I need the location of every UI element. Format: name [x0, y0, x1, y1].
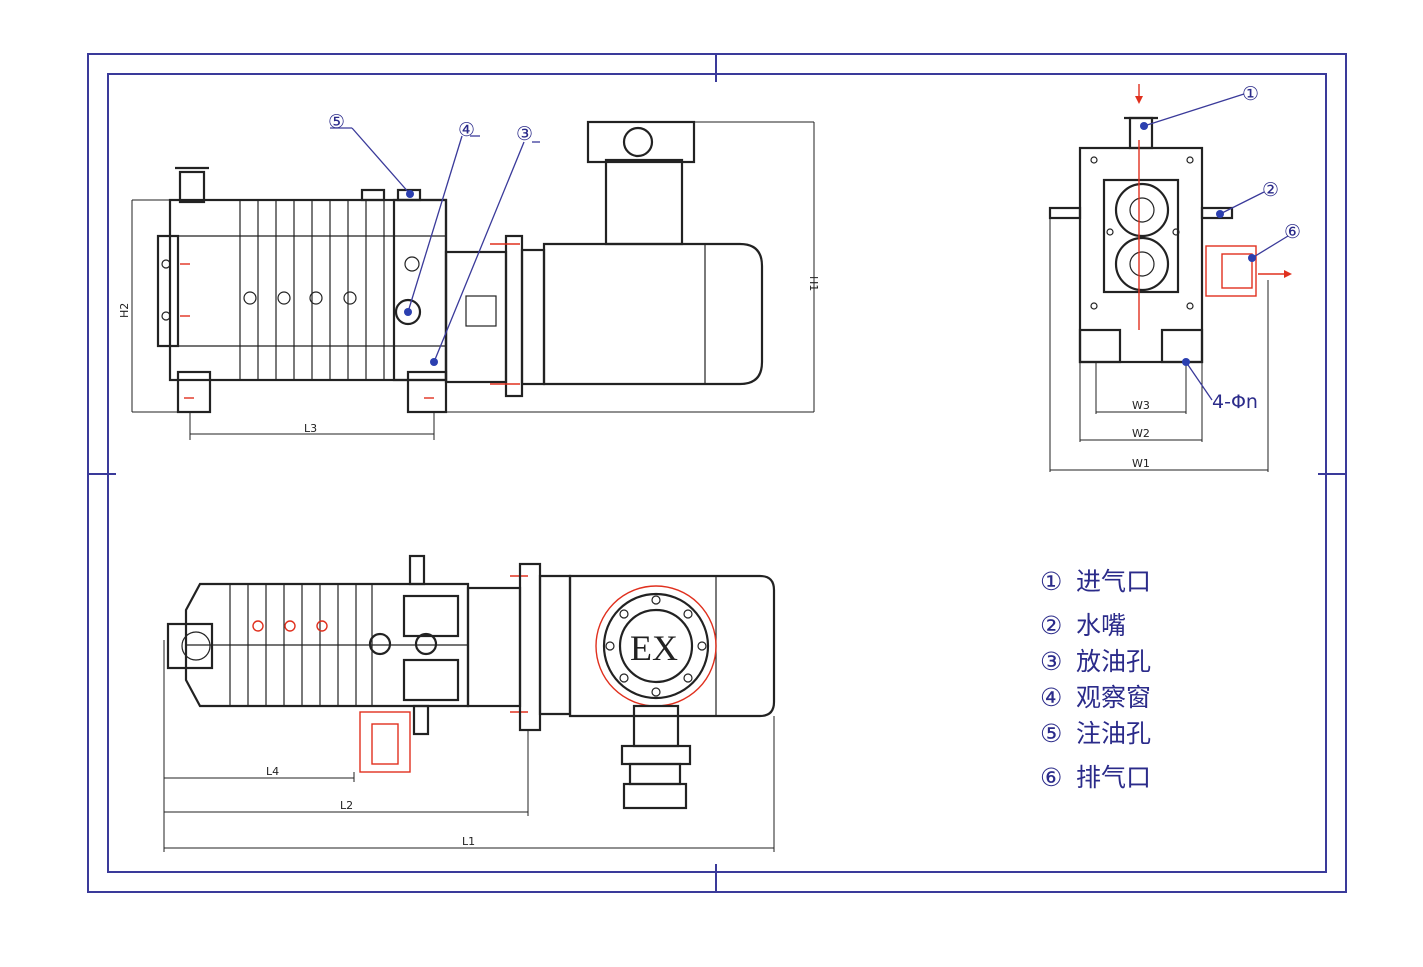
legend-num: ④ [1040, 683, 1062, 712]
legend-label: 进气口 [1076, 567, 1151, 596]
dim-h1: H1 [807, 276, 820, 291]
front-view-labels: ⑤ ④ ③ L3 H2 H1 [118, 111, 820, 435]
legend-num: ① [1040, 567, 1062, 596]
legend-item: ⑥ 排气口 [1040, 763, 1151, 792]
legend-num: ⑤ [1040, 719, 1062, 748]
legend-item: ④ 观察窗 [1040, 683, 1151, 712]
dim-holes: 4-Φn [1212, 391, 1258, 413]
legend-item: ⑤ 注油孔 [1040, 719, 1151, 748]
dim-w1: W1 [1132, 457, 1150, 470]
dim-w3: W3 [1132, 399, 1150, 412]
legend-num: ② [1040, 611, 1062, 640]
dim-l4: L4 [266, 765, 279, 778]
legend-label: 注油孔 [1076, 719, 1151, 748]
legend-num: ③ [1040, 647, 1062, 676]
side-view-labels: ① ② ⑥ 4-Φn W3 W2 W1 [1132, 83, 1301, 470]
legend-item: ① 进气口 [1040, 567, 1151, 596]
legend-num: ⑥ [1040, 763, 1062, 792]
legend: ① 进气口 ② 水嘴 ③ 放油孔 ④ 观察窗 ⑤ 注油孔 ⑥ 排气口 [1040, 567, 1151, 792]
motor-ex-marking: EX [630, 628, 678, 668]
top-view [163, 554, 776, 852]
callout-2: ② [1262, 179, 1279, 201]
legend-label: 观察窗 [1076, 683, 1151, 712]
dim-h2: H2 [118, 303, 131, 318]
dim-l3: L3 [304, 422, 317, 435]
callout-5: ⑤ [328, 111, 345, 133]
drawing-frame [87, 53, 1347, 893]
dim-l2: L2 [340, 799, 353, 812]
callout-1: ① [1242, 83, 1259, 105]
legend-item: ③ 放油孔 [1040, 647, 1151, 676]
side-view [1048, 84, 1292, 472]
top-view-labels: EX L4 L2 L1 [266, 628, 678, 848]
dim-w2: W2 [1132, 427, 1150, 440]
callout-6: ⑥ [1284, 221, 1301, 243]
dim-l1: L1 [462, 835, 475, 848]
callout-4: ④ [458, 119, 475, 141]
legend-label: 排气口 [1076, 763, 1151, 792]
callout-3: ③ [516, 123, 533, 145]
legend-item: ② 水嘴 [1040, 611, 1126, 640]
legend-label: 水嘴 [1076, 611, 1126, 640]
front-view [131, 120, 815, 440]
legend-label: 放油孔 [1076, 647, 1151, 676]
